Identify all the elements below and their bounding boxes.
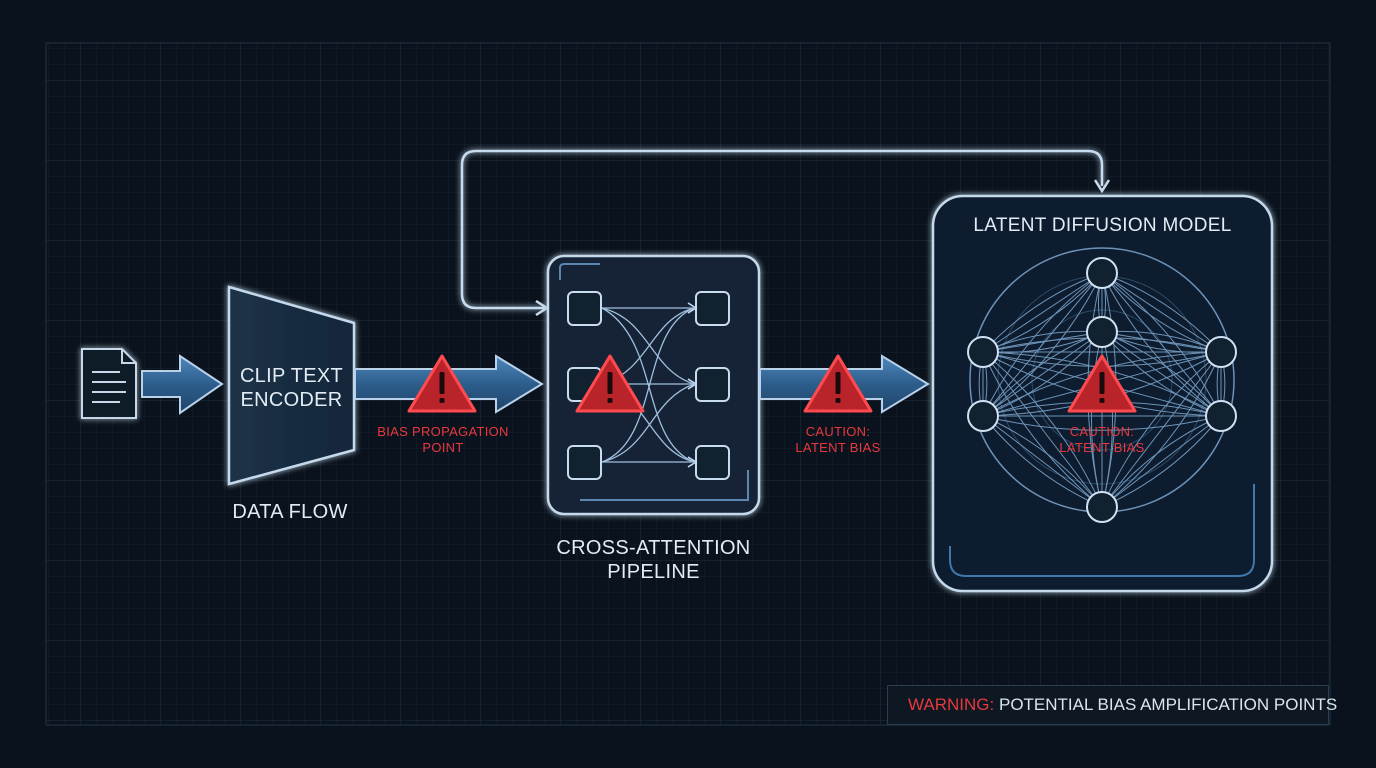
caution-label-2-line-1: CAUTION:: [1069, 424, 1135, 439]
bias-propagation-label-line-1: BIAS PROPAGATION: [377, 424, 509, 439]
document-icon: [81, 348, 137, 419]
bias-propagation-label: BIAS PROPAGATION POINT: [368, 424, 518, 456]
bias-propagation-label-line-2: POINT: [422, 440, 464, 455]
network-connection: [1101, 331, 1222, 417]
network-connection: [982, 351, 1103, 508]
cross-attention-label-line-2: PIPELINE: [607, 561, 700, 583]
warning-icon: [803, 354, 873, 413]
legend-box: WARNING: POTENTIAL BIAS AMPLIFICATION PO…: [887, 685, 1337, 725]
cross-attention-block: [546, 254, 761, 516]
network-connection: [982, 272, 1103, 417]
caution-label-1-line-2: LATENT BIAS: [795, 440, 881, 455]
network-connection: [982, 415, 1103, 508]
network-connection: [1101, 351, 1222, 508]
network-connection: [982, 415, 1222, 431]
network-connection: [1101, 272, 1222, 417]
flow-arrow-1: [141, 354, 224, 415]
caution-label-1: CAUTION: LATENT BIAS: [778, 424, 898, 456]
latent-model-label: LATENT DIFFUSION MODEL: [973, 215, 1232, 236]
network-connection: [982, 351, 1103, 508]
network-connection: [982, 331, 1103, 417]
network-connection: [982, 272, 1103, 417]
legend-warning-word: WARNING:: [908, 695, 995, 714]
network-connection: [982, 351, 1103, 508]
network-connection: [1101, 351, 1222, 508]
legend-text: POTENTIAL BIAS AMPLIFICATION POINTS: [994, 695, 1338, 714]
network-connection: [1101, 331, 1222, 417]
feedback-arrowhead-2: [1093, 179, 1111, 194]
network-connection: [1091, 331, 1103, 508]
caution-label-2-line-2: LATENT BIAS: [1059, 440, 1145, 455]
network-connection: [1101, 415, 1222, 508]
warning-icon: [575, 354, 645, 413]
network-connection: [1101, 351, 1222, 508]
network-connection: [1101, 415, 1222, 508]
clip-encoder-label-line-1: CLIP TEXT: [239, 365, 344, 387]
warning-icon: [407, 354, 477, 413]
network-connection: [982, 331, 1103, 417]
cross-attention-label: CROSS-ATTENTION PIPELINE: [548, 536, 759, 584]
network-connection: [982, 415, 1103, 508]
caution-label-2: CAUTION: LATENT BIAS: [1042, 424, 1162, 456]
network-connection: [982, 415, 1103, 508]
network-connection: [1101, 331, 1113, 508]
network-connection: [1101, 272, 1222, 417]
feedback-loop-line: [460, 149, 1104, 310]
warning-icon: [1067, 354, 1137, 413]
network-connection: [1101, 415, 1222, 508]
clip-text-encoder-block: [227, 285, 356, 486]
data-flow-label: DATA FLOW: [232, 501, 348, 523]
network-connection: [1101, 272, 1222, 353]
clip-encoder-label-line-2: ENCODER: [240, 389, 343, 411]
caution-label-1-line-1: CAUTION:: [805, 424, 871, 439]
cross-attention-label-line-1: CROSS-ATTENTION: [556, 537, 751, 559]
network-connection: [982, 272, 1103, 353]
clip-encoder-label: CLIP TEXT ENCODER: [229, 364, 354, 412]
